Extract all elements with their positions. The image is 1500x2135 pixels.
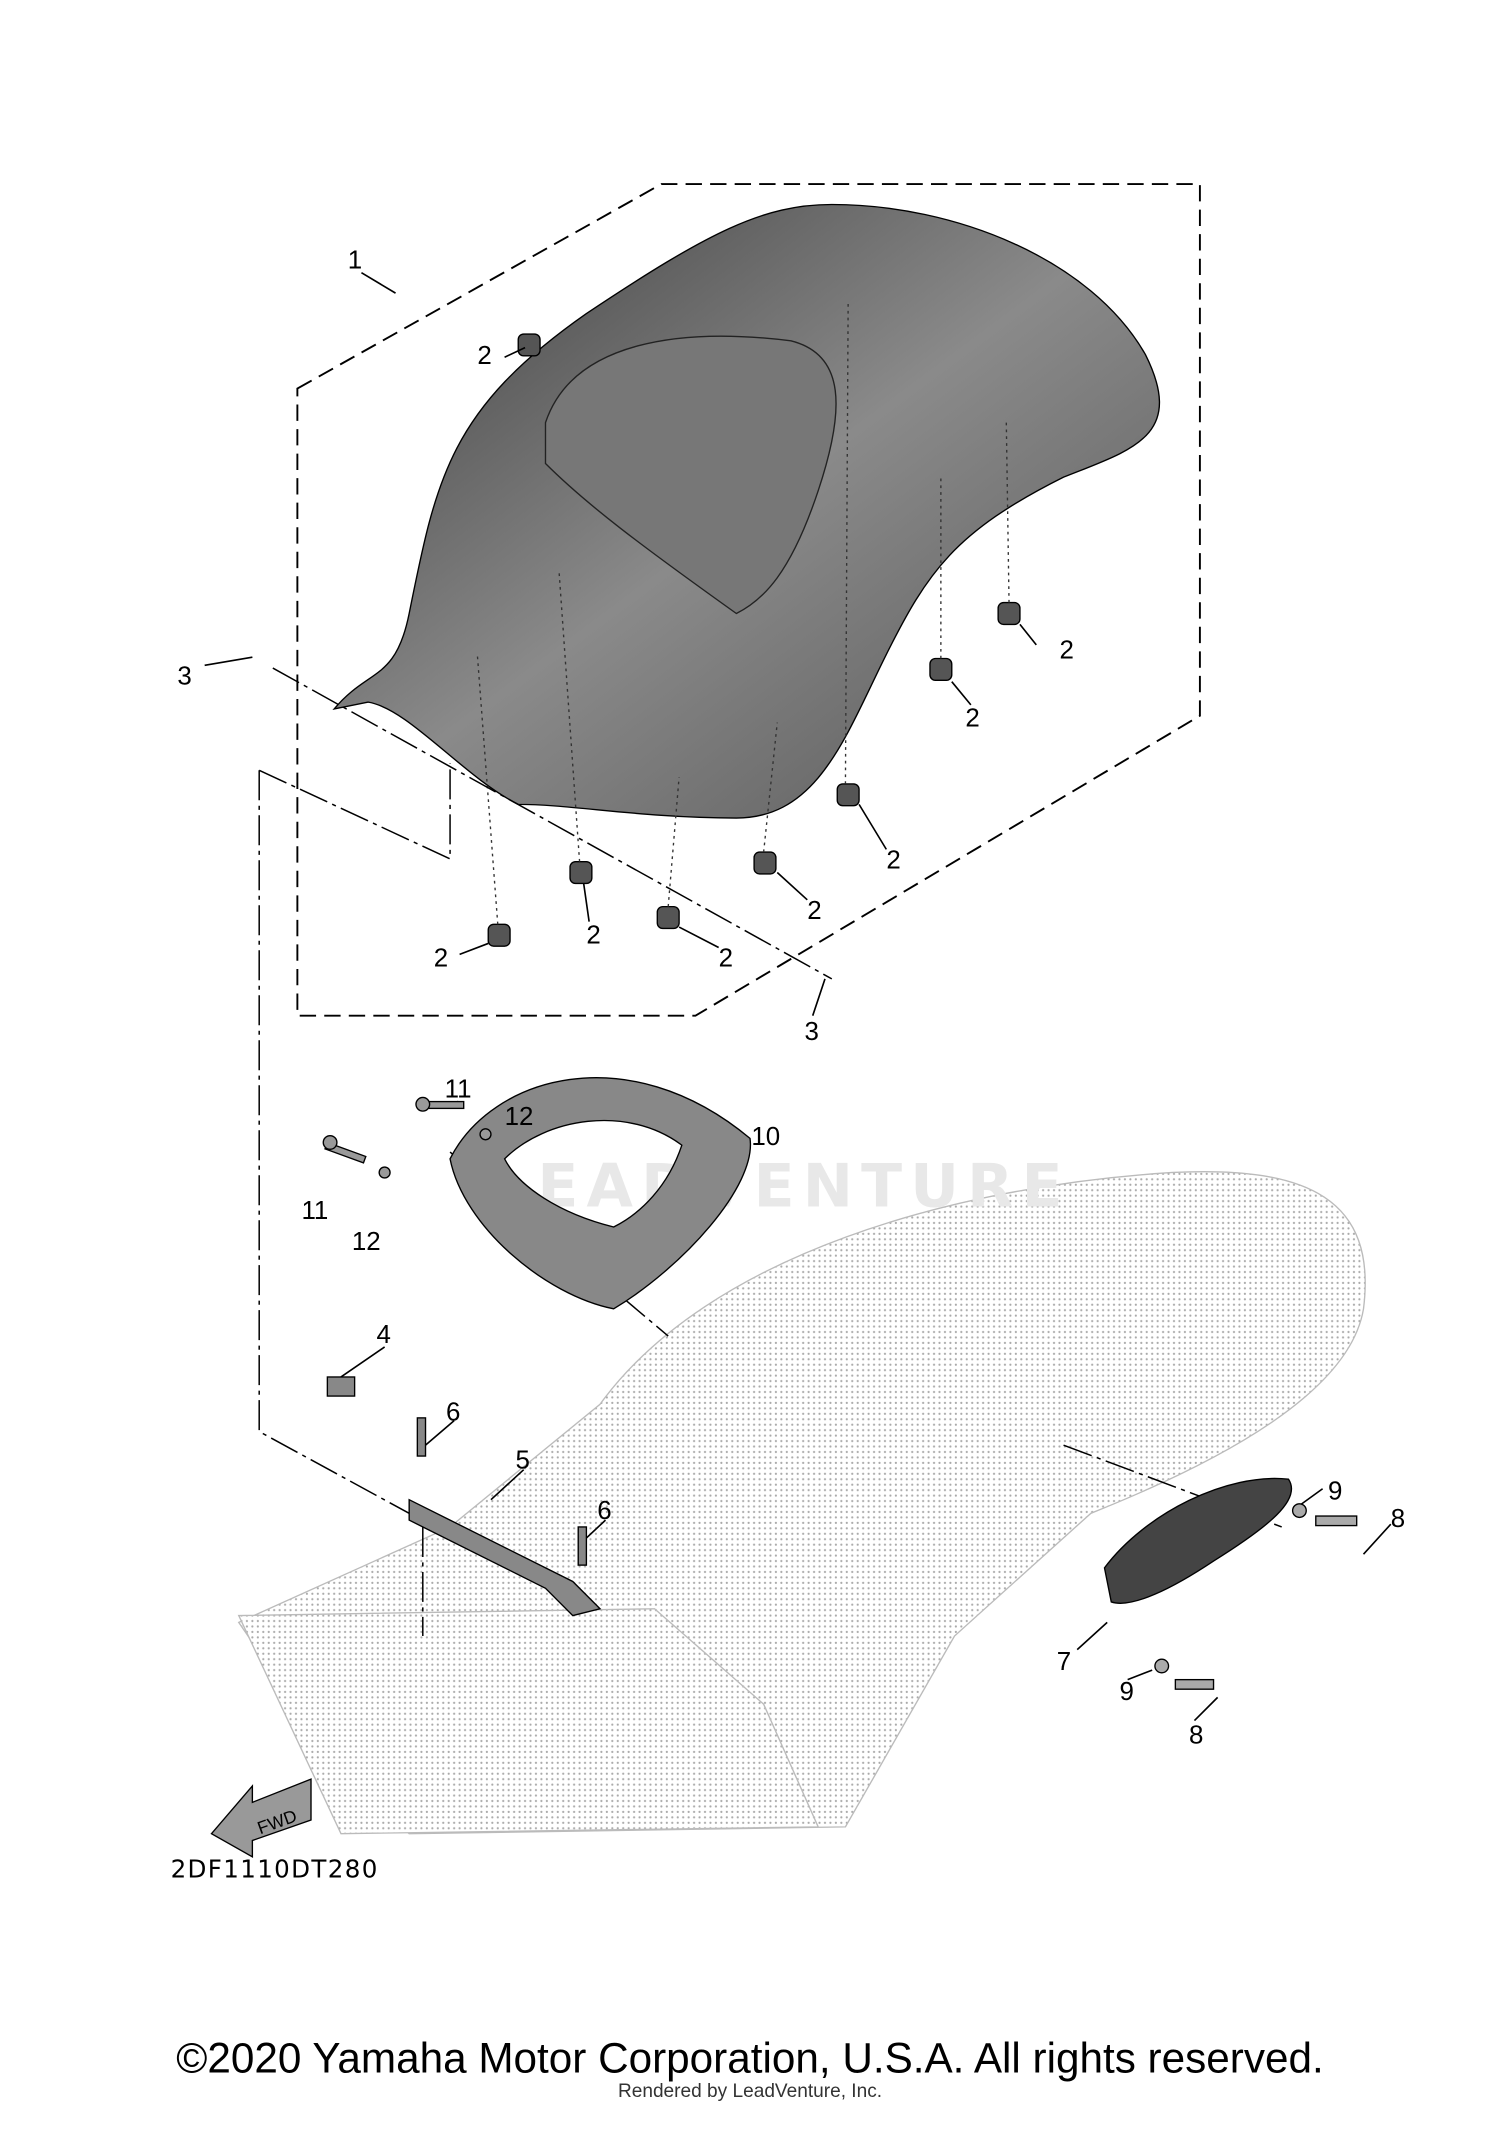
- callout-6[interactable]: 6: [446, 1399, 460, 1427]
- callout-4[interactable]: 4: [376, 1321, 390, 1349]
- callout-3[interactable]: 3: [805, 1018, 819, 1046]
- callout-9[interactable]: 9: [1119, 1678, 1133, 1706]
- bolts-washers: [322, 1096, 492, 1179]
- seat-backrest-pad: [544, 335, 837, 615]
- callout-2[interactable]: 2: [586, 921, 600, 949]
- callout-2[interactable]: 2: [807, 897, 821, 925]
- diagram-code: 2DF1110DT280: [171, 1854, 379, 1883]
- rear-grip: [1103, 1477, 1293, 1604]
- callout-5[interactable]: 5: [516, 1446, 530, 1474]
- callout-2[interactable]: 2: [965, 705, 979, 733]
- callout-2[interactable]: 2: [477, 342, 491, 370]
- callout-12[interactable]: 12: [352, 1228, 381, 1256]
- callout-8[interactable]: 8: [1391, 1505, 1405, 1533]
- callout-7[interactable]: 7: [1057, 1648, 1071, 1676]
- fwd-arrow-icon: FWD: [210, 1778, 312, 1859]
- callout-2[interactable]: 2: [886, 846, 900, 874]
- callout-8[interactable]: 8: [1189, 1722, 1203, 1750]
- callout-9[interactable]: 9: [1328, 1478, 1342, 1506]
- grab-bar: [449, 1077, 752, 1310]
- copyright: ©2020 Yamaha Motor Corporation, U.S.A. A…: [176, 2034, 1323, 2081]
- callout-1[interactable]: 1: [348, 247, 362, 275]
- seat-dampers: [487, 333, 1021, 947]
- watermark: LEADVENTURE: [491, 1152, 1071, 1222]
- callout-3[interactable]: 3: [177, 662, 191, 690]
- callout-2[interactable]: 2: [719, 945, 733, 973]
- rendered-by: Rendered by LeadVenture, Inc.: [618, 2081, 882, 2102]
- callouts: 1 2 2 2 2 2 2 2 2 3 3 11 12 10 11 12 4 6…: [177, 247, 1405, 1750]
- callout-11[interactable]: 11: [301, 1197, 328, 1225]
- callout-6[interactable]: 6: [597, 1497, 611, 1525]
- cable-bracket: [326, 1376, 602, 1617]
- grip-hardware: [1154, 1503, 1358, 1690]
- callout-2[interactable]: 2: [434, 945, 448, 973]
- seat-assembly-outline: [296, 183, 1201, 1017]
- callout-12[interactable]: 12: [505, 1103, 534, 1131]
- callout-2[interactable]: 2: [1059, 636, 1073, 664]
- callout-11[interactable]: 11: [445, 1075, 472, 1103]
- callout-10[interactable]: 10: [751, 1123, 780, 1151]
